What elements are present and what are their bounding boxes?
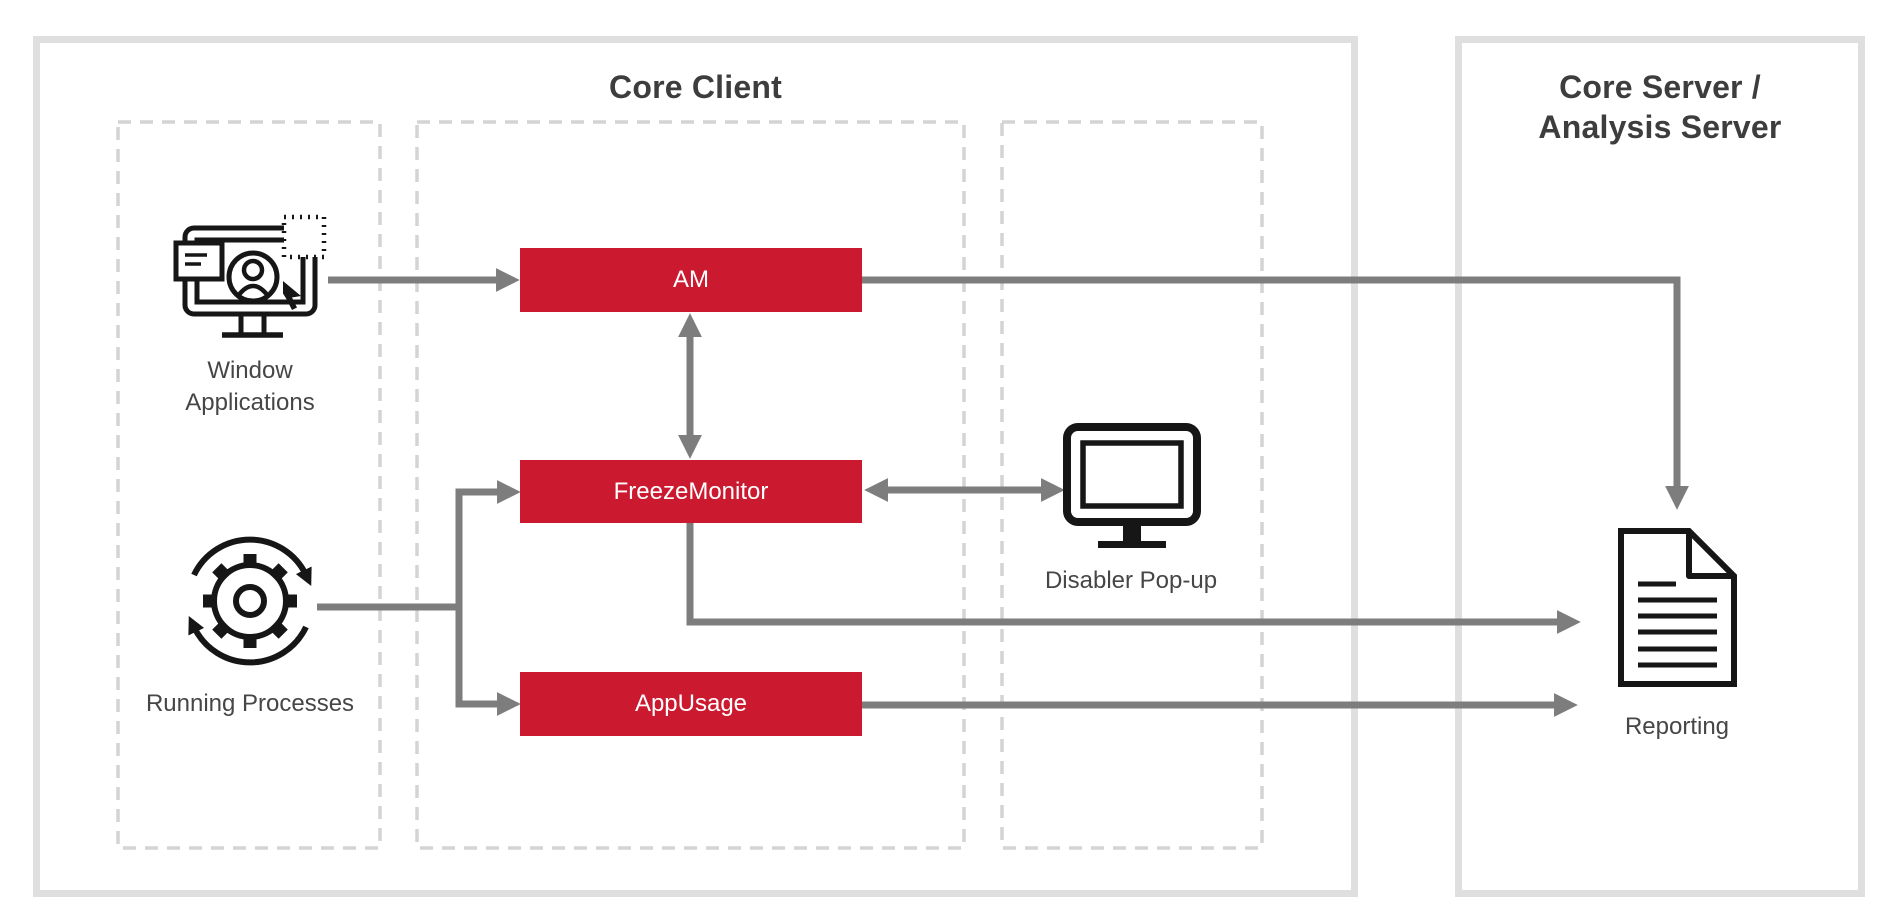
reporting-label: Reporting xyxy=(1624,713,1730,740)
core-client-title: Core Client xyxy=(609,69,782,105)
core-server-panel: Core Server / Analysis Server xyxy=(1455,36,1865,897)
window-applications-label: Window Applications xyxy=(185,357,315,416)
core-server-title: Core Server / Analysis Server xyxy=(1538,69,1782,145)
disabler-popup-label: Disabler Pop-up xyxy=(1044,567,1218,594)
running-processes-label: Running Processes xyxy=(145,690,355,717)
freezemonitor-node: FreezeMonitor xyxy=(520,460,862,523)
am-node: AM xyxy=(520,248,862,312)
appusage-node: AppUsage xyxy=(520,672,862,736)
